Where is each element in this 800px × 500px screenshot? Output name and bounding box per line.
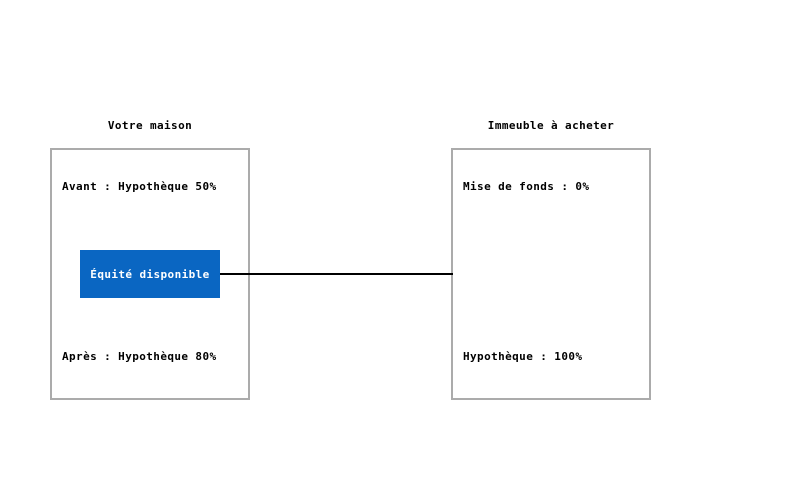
panel-left-top-label: Avant : Hypothèque 50% (62, 180, 217, 193)
panel-right-bottom-label: Hypothèque : 100% (463, 350, 583, 363)
column-title-right: Immeuble à acheter (487, 119, 615, 132)
panel-immeuble-a-acheter: Mise de fonds : 0% Hypothèque : 100% (451, 148, 651, 400)
panel-right-top-label: Mise de fonds : 0% (463, 180, 590, 193)
panel-left-bottom-label: Après : Hypothèque 80% (62, 350, 217, 363)
column-title-left: Votre maison (107, 119, 193, 132)
equity-available-label: Équité disponible (90, 267, 210, 281)
equity-transfer-connector-line (220, 273, 453, 275)
equity-available-box: Équité disponible (80, 250, 220, 298)
